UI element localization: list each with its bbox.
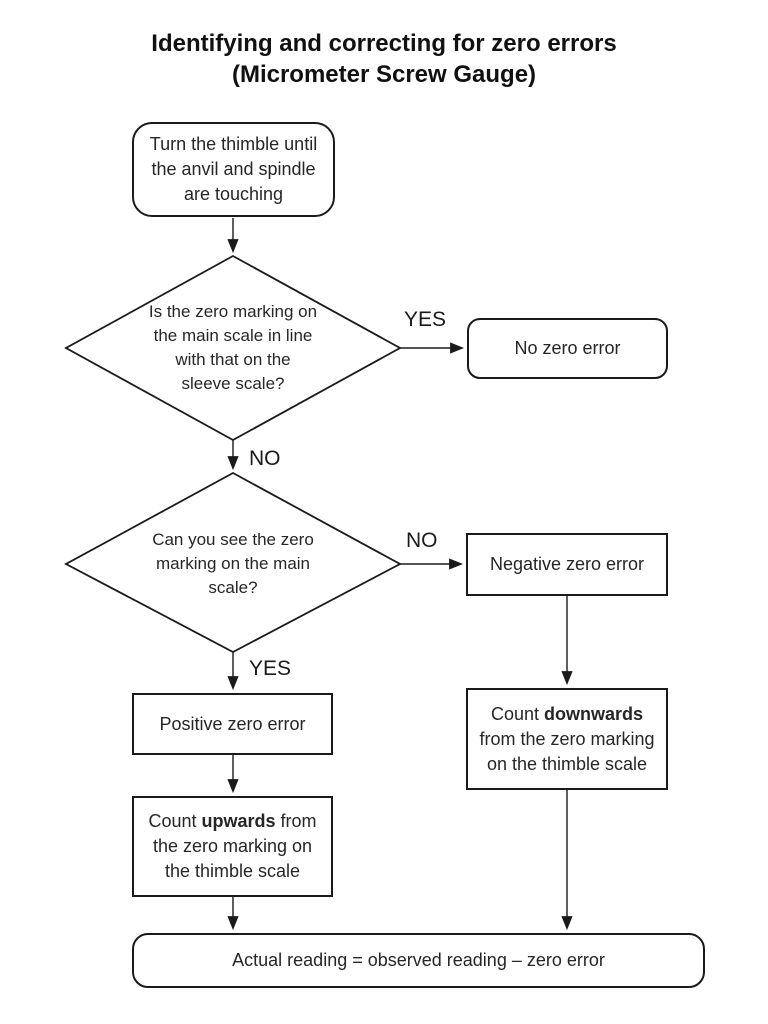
- decision-1-line-4: sleeve scale?: [181, 374, 285, 393]
- count-upwards-node: Count upwards from the zero marking on t…: [132, 796, 333, 897]
- count-downwards-line-3: on the thimble scale: [486, 753, 648, 774]
- count-downwards-line-1: Count downwards: [491, 702, 643, 727]
- negative-zero-error-node: Negative zero error: [466, 533, 668, 596]
- page-title: Identifying and correcting for zero erro…: [0, 28, 768, 90]
- positive-zero-error-text: Positive zero error: [159, 713, 306, 734]
- page-title-line-1: Identifying and correcting for zero erro…: [151, 30, 617, 57]
- no-zero-error-node: No zero error: [467, 318, 668, 379]
- decision-2-line-3: scale?: [208, 578, 258, 597]
- negative-zero-error-text: Negative zero error: [489, 554, 645, 574]
- count-upwards-line-3: the thimble scale: [164, 861, 301, 881]
- start-node-line-2: the anvil and spindle: [151, 159, 316, 179]
- decision-2-line-1: Can you see the zero: [152, 530, 314, 549]
- count-upwards-line-2: the zero marking on: [152, 836, 313, 856]
- count-downwards-line-2: from the zero marking: [479, 728, 655, 749]
- decision-2-line-2: marking on the main: [155, 554, 311, 573]
- final-node: Actual reading = observed reading – zero…: [132, 933, 705, 988]
- count-upwards-suffix: from: [275, 811, 317, 831]
- decision-2-text: Can you see the zero marking on the main…: [118, 528, 348, 600]
- decision-1-line-2: the main scale in line: [153, 326, 313, 345]
- count-downwards-node: Count downwards from the zero marking on…: [466, 688, 668, 790]
- start-node-line-3: are touching: [183, 184, 284, 204]
- start-node: Turn the thimble until the anvil and spi…: [132, 122, 335, 217]
- decision-1-text: Is the zero marking on the main scale in…: [118, 300, 348, 396]
- count-downwards-bold-word: downwards: [544, 703, 644, 724]
- decision2-no-label: NO: [406, 529, 438, 552]
- no-zero-error-text: No zero error: [514, 338, 621, 358]
- decision2-yes-label: YES: [249, 657, 292, 680]
- start-node-line-1: Turn the thimble until: [149, 134, 318, 154]
- final-node-text: Actual reading = observed reading – zero…: [232, 950, 605, 970]
- count-upwards-line-1: Count upwards from: [148, 809, 316, 834]
- positive-zero-error-node: Positive zero error: [132, 693, 333, 755]
- decision-1-line-1: Is the zero marking on: [148, 302, 318, 321]
- decision1-yes-label: YES: [404, 308, 447, 331]
- count-downwards-prefix: Count: [490, 703, 545, 724]
- page-title-line-2: (Micrometer Screw Gauge): [231, 61, 537, 88]
- count-upwards-bold-word: upwards: [201, 811, 276, 831]
- decision-1-line-3: with that on the: [175, 350, 291, 369]
- decision1-no-label: NO: [249, 447, 281, 470]
- count-upwards-prefix: Count: [148, 811, 202, 831]
